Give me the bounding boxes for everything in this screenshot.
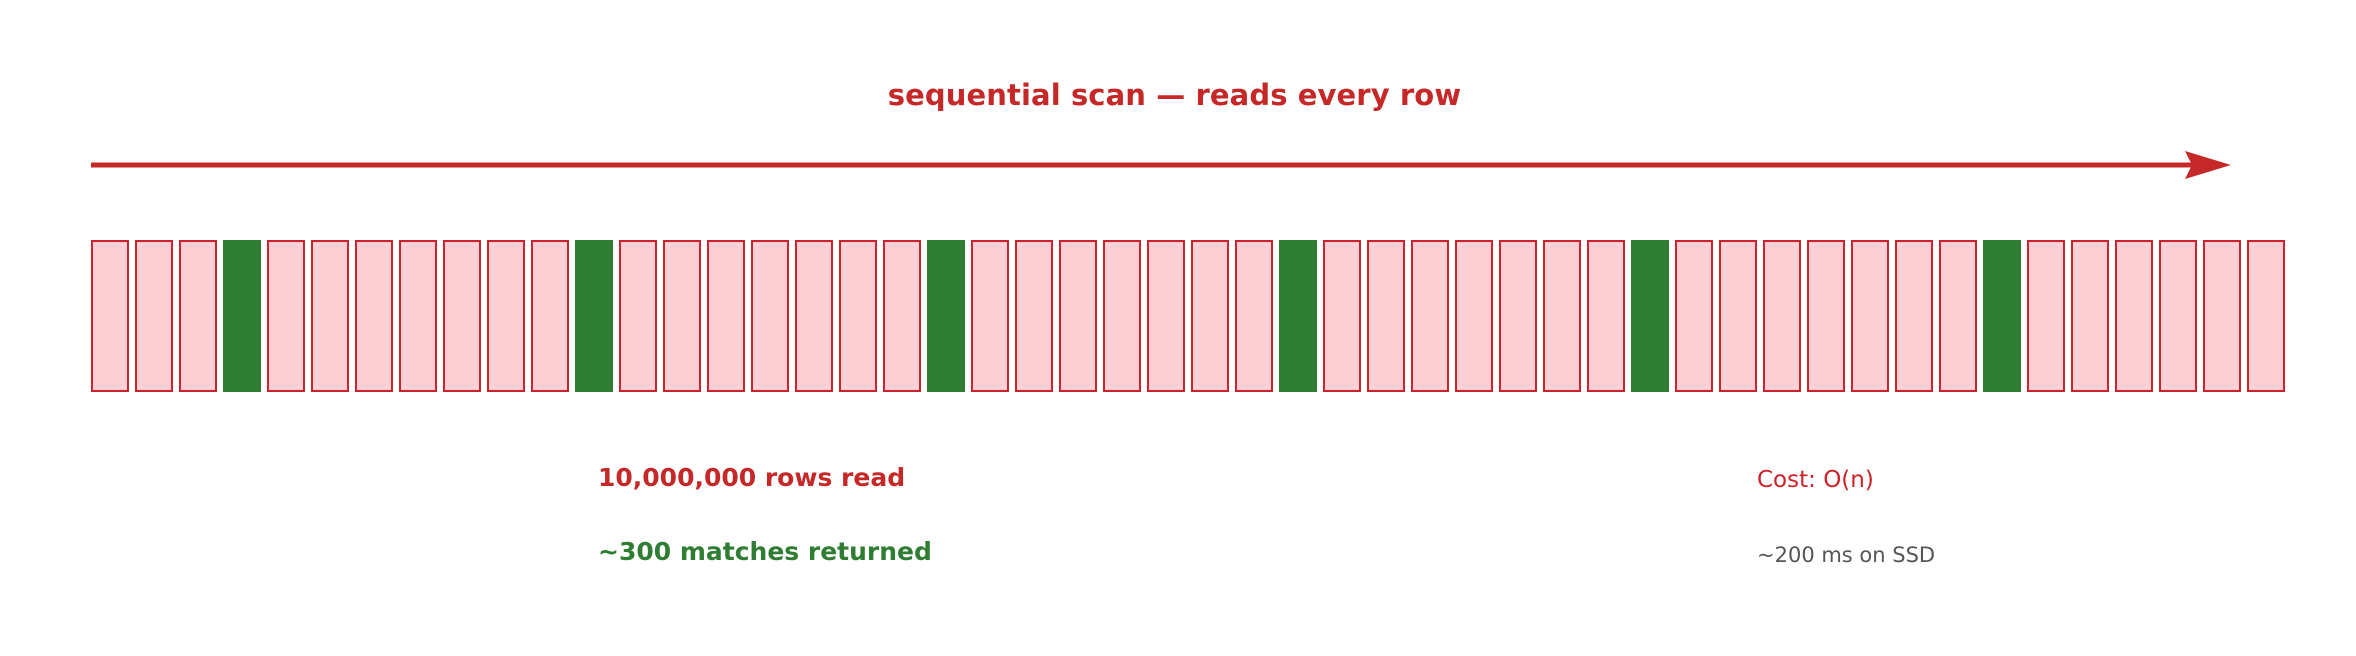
- row-block-scanned: [1719, 240, 1757, 392]
- row-block-scanned: [795, 240, 833, 392]
- row-block-match: [575, 240, 613, 392]
- row-block-scanned: [1411, 240, 1449, 392]
- diagram-title: sequential scan — reads every row: [887, 78, 1462, 112]
- row-block-scanned: [1763, 240, 1801, 392]
- row-block-scanned: [1235, 240, 1273, 392]
- stat-timing: ~200 ms on SSD: [1757, 543, 1936, 567]
- row-block-scanned: [1499, 240, 1537, 392]
- row-block-scanned: [1455, 240, 1493, 392]
- row-block-scanned: [1851, 240, 1889, 392]
- row-block-scanned: [1587, 240, 1625, 392]
- row-block-scanned: [355, 240, 393, 392]
- row-block-scanned: [399, 240, 437, 392]
- row-block-scanned: [1059, 240, 1097, 392]
- row-block-scanned: [2203, 240, 2241, 392]
- row-block-scanned: [531, 240, 569, 392]
- row-block-scanned: [2027, 240, 2065, 392]
- row-block-scanned: [1543, 240, 1581, 392]
- row-block-match: [1631, 240, 1669, 392]
- scan-direction-arrow: [91, 148, 2231, 182]
- scan-direction-arrow-icon: [91, 151, 2231, 179]
- row-block-scanned: [1191, 240, 1229, 392]
- row-block-scanned: [135, 240, 173, 392]
- stat-rows-read: 10,000,000 rows read: [598, 463, 906, 492]
- row-block-scanned: [751, 240, 789, 392]
- row-block-scanned: [311, 240, 349, 392]
- row-block-scanned: [707, 240, 745, 392]
- scanned-rows-track: [91, 240, 2285, 392]
- row-block-scanned: [839, 240, 877, 392]
- row-block-match: [1983, 240, 2021, 392]
- row-block-scanned: [1103, 240, 1141, 392]
- row-block-scanned: [267, 240, 305, 392]
- row-block-scanned: [2115, 240, 2153, 392]
- row-block-scanned: [663, 240, 701, 392]
- row-block-scanned: [487, 240, 525, 392]
- row-block-scanned: [179, 240, 217, 392]
- row-block-match: [1279, 240, 1317, 392]
- row-block-scanned: [1939, 240, 1977, 392]
- row-block-scanned: [1015, 240, 1053, 392]
- row-block-scanned: [2159, 240, 2197, 392]
- row-block-scanned: [619, 240, 657, 392]
- row-block-scanned: [1895, 240, 1933, 392]
- row-block-match: [223, 240, 261, 392]
- row-block-scanned: [2071, 240, 2109, 392]
- row-block-scanned: [443, 240, 481, 392]
- row-block-scanned: [1807, 240, 1845, 392]
- row-block-match: [927, 240, 965, 392]
- row-block-scanned: [1675, 240, 1713, 392]
- row-block-scanned: [2247, 240, 2285, 392]
- row-block-scanned: [883, 240, 921, 392]
- stat-matches-returned: ~300 matches returned: [598, 537, 932, 566]
- row-block-scanned: [971, 240, 1009, 392]
- row-block-scanned: [1367, 240, 1405, 392]
- row-block-scanned: [1147, 240, 1185, 392]
- row-block-scanned: [1323, 240, 1361, 392]
- row-block-scanned: [91, 240, 129, 392]
- stat-cost-complexity: Cost: O(n): [1757, 467, 1874, 493]
